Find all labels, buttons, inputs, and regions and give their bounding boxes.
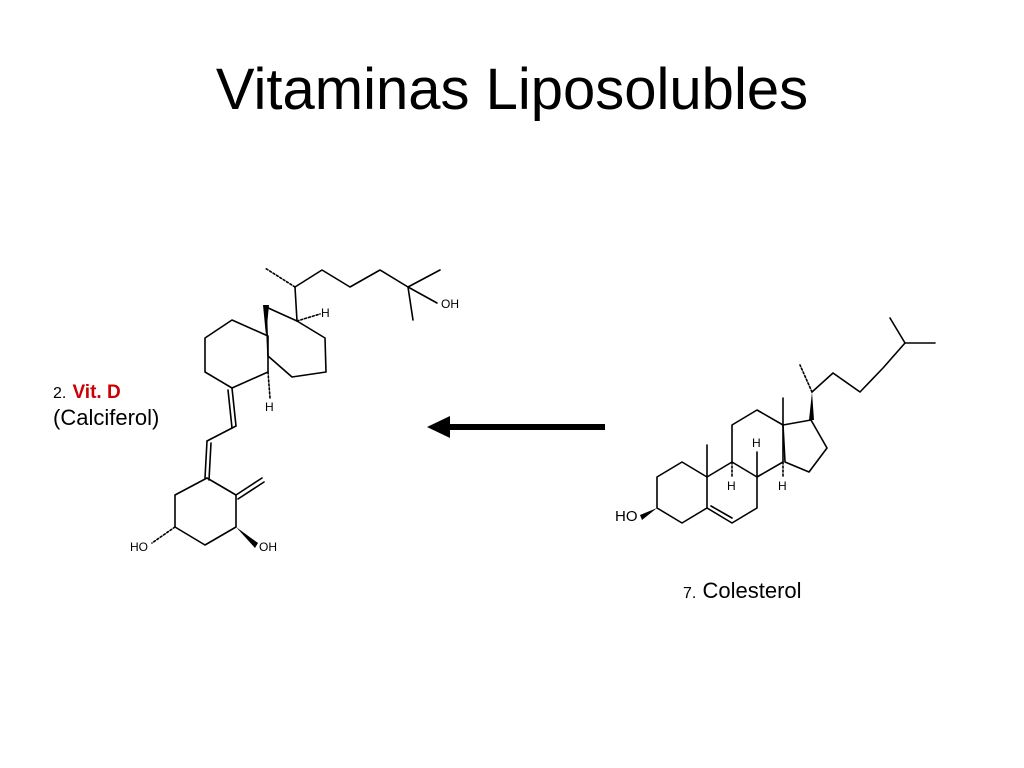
vitamin-d-common-name: (Calciferol) bbox=[53, 404, 160, 430]
vitamin-d-name: Vit. D bbox=[72, 382, 121, 403]
vitd-h-bottom: H bbox=[265, 400, 274, 414]
vitamin-d-label: 2. Vit. D (Calciferol) bbox=[53, 378, 159, 431]
cholesterol-label: 7. Colesterol bbox=[683, 578, 802, 604]
chol-h-left: H bbox=[727, 479, 736, 493]
vitd-ho-left: HO bbox=[130, 540, 148, 554]
vitd-h-top: H bbox=[321, 306, 330, 320]
left-arrow-icon bbox=[427, 416, 605, 438]
chol-h-right: H bbox=[778, 479, 787, 493]
chol-h-top: H bbox=[752, 436, 761, 450]
cholesterol-name: Colesterol bbox=[702, 578, 802, 603]
cholesterol-structure: H H H HO bbox=[615, 317, 936, 525]
vitd-oh-side-chain: OH bbox=[441, 297, 459, 311]
vitamin-d-structure: OH H H HO OH bbox=[130, 267, 459, 554]
cholesterol-number: 7. bbox=[683, 585, 697, 602]
vitamin-d-number: 2. bbox=[53, 385, 67, 402]
vitd-oh-right: OH bbox=[259, 540, 277, 554]
slide-title: Vitaminas Liposolubles bbox=[215, 57, 809, 122]
chol-ho: HO bbox=[615, 508, 638, 525]
